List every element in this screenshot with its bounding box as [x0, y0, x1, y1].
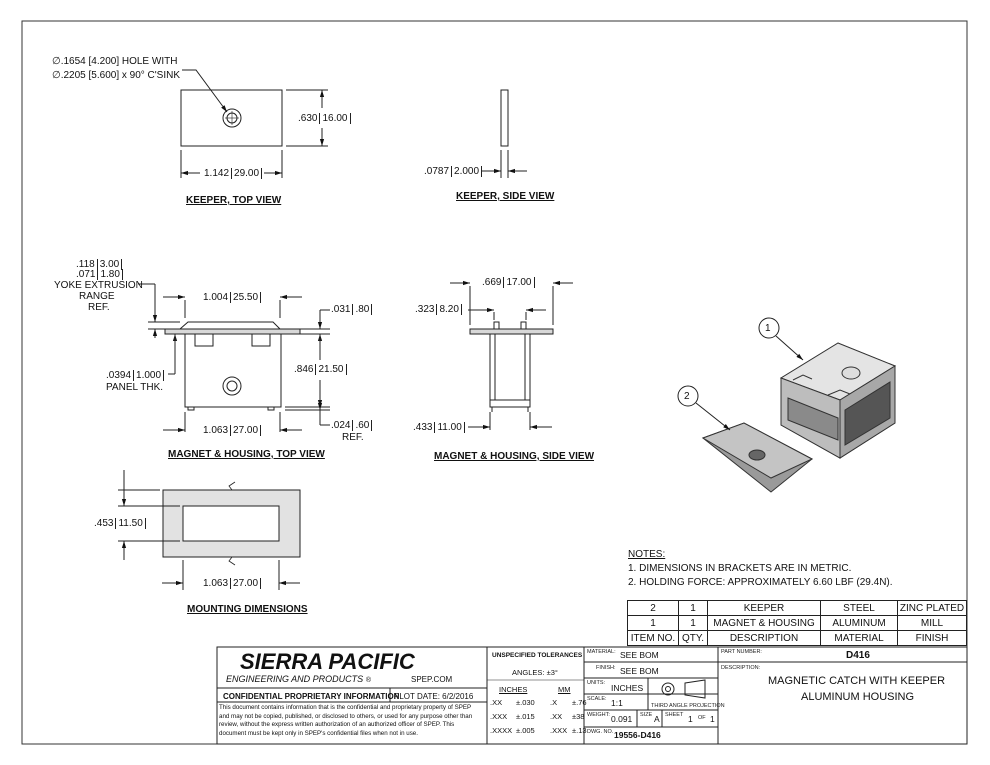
tolerance-inches-header: INCHES — [499, 685, 528, 694]
bottom-ref-label: REF. — [342, 432, 364, 443]
sheet-value: 1 — [688, 714, 693, 724]
company-website: SPEP.COM — [411, 675, 453, 684]
scale-value: 1:1 — [611, 698, 623, 708]
hole-note-line-2: ∅.2205 [5.600] x 90° C'SINK — [52, 70, 181, 81]
tolerance-row: .XX±.030.X±.76 — [490, 698, 587, 707]
tolerance-angles: ANGLES: ±3° — [512, 668, 558, 677]
dwg-no-value: 19556-D416 — [614, 730, 661, 740]
tolerance-row: .XXX±.015.XX±38 — [490, 712, 585, 721]
bom-header-cell: ITEM NO. — [627, 630, 679, 646]
balloon-2: 2 — [684, 391, 690, 402]
notes-title: NOTES: — [628, 549, 666, 560]
plot-date: PLOT DATE: 6/2/2016 — [394, 692, 474, 701]
bom-header-cell: MATERIAL — [820, 630, 898, 646]
finish-value: SEE BOM — [620, 666, 659, 676]
description-line-1: MAGNETIC CATCH WITH KEEPER — [768, 675, 946, 687]
bom-cell: 2 — [627, 600, 679, 616]
bom-cell: STEEL — [820, 600, 898, 616]
note-2: 2. HOLDING FORCE: APPROXIMATELY 6.60 LBF… — [628, 577, 893, 588]
bom-cell: 1 — [627, 615, 679, 631]
balloon-1: 1 — [765, 323, 771, 334]
bom-cell: ZINC PLATED — [897, 600, 967, 616]
mounting-title: MOUNTING DIMENSIONS — [187, 604, 308, 615]
bom-header-row: ITEM NO. QTY. DESCRIPTION MATERIAL FINIS… — [627, 630, 967, 646]
keeper-side-view-title: KEEPER, SIDE VIEW — [456, 191, 555, 202]
note-1: 1. DIMENSIONS IN BRACKETS ARE IN METRIC. — [628, 563, 852, 574]
bom-row: 1 1 MAGNET & HOUSING ALUMINUM MILL — [627, 615, 967, 631]
bom-table: 2 1 KEEPER STEEL ZINC PLATED 1 1 MAGNET … — [627, 600, 967, 646]
bom-cell: 1 — [678, 615, 708, 631]
panel-thk-label: PANEL THK. — [106, 382, 164, 393]
weight-label: WEIGHT: — [587, 712, 610, 718]
sheet-label: SHEET — [665, 712, 684, 718]
description-label: DESCRIPTION: — [721, 665, 761, 671]
housing-side-view-title: MAGNET & HOUSING, SIDE VIEW — [434, 451, 595, 462]
bom-cell: MILL — [897, 615, 967, 631]
bom-cell: ALUMINUM — [820, 615, 898, 631]
bom-row: 2 1 KEEPER STEEL ZINC PLATED — [627, 600, 967, 616]
confidential-disclaimer: This document contains information that … — [219, 704, 473, 737]
bom-header-cell: QTY. — [678, 630, 708, 646]
bottom-offset-dim: .024.60 — [331, 420, 373, 431]
bom-header-cell: DESCRIPTION — [707, 630, 821, 646]
hole-note-line-1: ∅.1654 [4.200] HOLE WITH — [52, 56, 178, 67]
company-subtitle: ENGINEERING AND PRODUCTS ® — [226, 674, 371, 684]
part-number-value: D416 — [846, 650, 870, 661]
bom-cell: MAGNET & HOUSING — [707, 615, 821, 631]
weight-value: 0.091 — [611, 714, 633, 724]
scale-label: SCALE: — [587, 696, 607, 702]
keeper-top-view-title: KEEPER, TOP VIEW — [186, 195, 282, 206]
finish-label: FINISH: — [596, 665, 616, 671]
size-value: A — [654, 714, 660, 724]
flange-dim: .031.80 — [331, 304, 373, 315]
tolerance-mm-header: MM — [558, 685, 571, 694]
of-label: OF — [698, 715, 706, 721]
company-name: SIERRA PACIFIC — [240, 649, 415, 674]
size-label: SIZE — [640, 712, 653, 718]
yoke-label-2: RANGE — [79, 291, 115, 302]
units-value: INCHES — [611, 683, 644, 693]
yoke-label-3: REF. — [88, 302, 110, 313]
yoke-label-1: YOKE EXTRUSION — [54, 280, 143, 291]
bom-cell: KEEPER — [707, 600, 821, 616]
bom-header-cell: FINISH — [897, 630, 967, 646]
dwg-no-label: DWG. NO. — [587, 729, 614, 735]
bom-cell: 1 — [678, 600, 708, 616]
tolerances-title: UNSPECIFIED TOLERANCES — [492, 652, 583, 659]
part-number-label: PART NUMBER: — [721, 649, 762, 655]
material-value: SEE BOM — [620, 650, 659, 660]
housing-top-view-title: MAGNET & HOUSING, TOP VIEW — [168, 449, 325, 460]
units-label: UNITS: — [587, 680, 606, 686]
description-line-2: ALUMINUM HOUSING — [801, 691, 915, 703]
material-label: MATERIAL: — [587, 649, 616, 655]
confidential-label: CONFIDENTIAL PROPRIETARY INFORMATION — [223, 692, 400, 701]
of-value: 1 — [710, 714, 715, 724]
tolerance-row: .XXXX±.005.XXX±.13 — [490, 726, 587, 735]
projection-label: THIRD ANGLE PROJECTION — [651, 703, 725, 709]
